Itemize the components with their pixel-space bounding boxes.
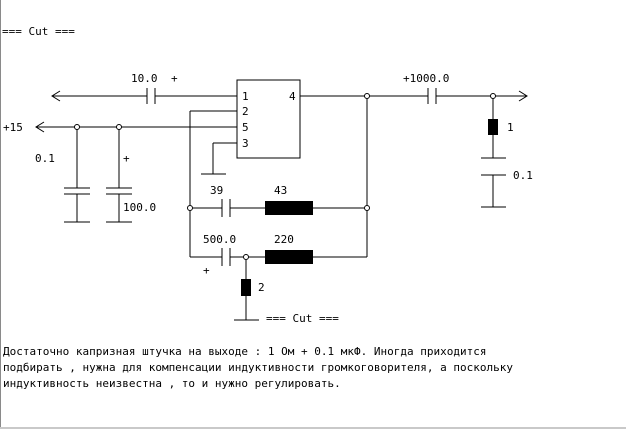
res-ground-value: 2 (258, 281, 265, 294)
fb2-resistor (265, 250, 313, 264)
description-text: Достаточно капризная штучка на выходе : … (3, 345, 513, 390)
cut-top-label: === Cut === (2, 25, 75, 38)
ic-pin-2: 2 (242, 105, 249, 118)
ic-pin-3: 3 (242, 137, 249, 150)
zobel-cap-value: 0.1 (513, 169, 533, 182)
fb-res-1-value: 43 (274, 184, 287, 197)
node-supply-a (74, 124, 80, 130)
supply-cap-small-value: 0.1 (35, 152, 55, 165)
fb-cap-2-value: 500.0 (203, 233, 236, 246)
cut-bottom-label: === Cut === (266, 312, 339, 325)
window-bottom-edge (0, 427, 626, 429)
node-fb-left (187, 205, 193, 211)
window-left-edge (0, 0, 1, 429)
supply-cap-big-value: 100.0 (123, 201, 156, 214)
supply-label: +15 (3, 121, 23, 134)
zobel-res-value: 1 (507, 121, 514, 134)
node-fb-right (364, 205, 370, 211)
ic-pin-5: 5 (242, 121, 249, 134)
output-arrow (518, 90, 528, 102)
node-res2 (243, 254, 249, 260)
input-cap-value: 10.0 (131, 72, 158, 85)
fb-cap-2-polarity: + (203, 264, 210, 277)
supply-cap-big-polarity: + (123, 152, 130, 165)
node-output (364, 93, 370, 99)
res2-resistor (241, 279, 251, 296)
input-cap-polarity: + (171, 72, 178, 85)
amplifier-ic (236, 79, 301, 159)
zobel-resistor (488, 119, 498, 135)
fb1-resistor (265, 201, 313, 215)
node-supply-b (116, 124, 122, 130)
circuit-schematic: === Cut === 10.0 + +1000.0 1 4 2 5 3 +15… (2, 25, 533, 325)
output-cap-value: +1000.0 (403, 72, 449, 85)
ic-pin-1: 1 (242, 90, 249, 103)
node-zobel (490, 93, 496, 99)
fb-res-2-value: 220 (274, 233, 294, 246)
fb-cap-1-value: 39 (210, 184, 223, 197)
ic-pin-4: 4 (289, 90, 296, 103)
